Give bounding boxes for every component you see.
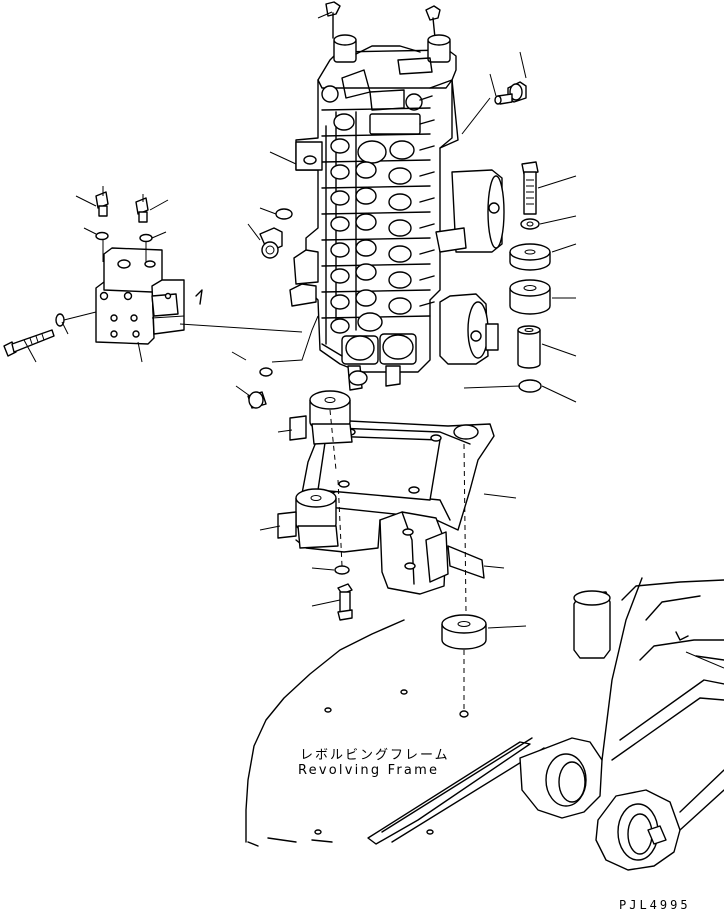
lower-cushion — [441, 614, 487, 650]
mount-cushion — [309, 390, 353, 445]
solenoid-valve — [435, 169, 505, 253]
mount-bolt — [337, 583, 353, 621]
cushion-disk — [509, 243, 551, 271]
spool-cap-column — [388, 140, 415, 315]
plug-bolt — [497, 81, 527, 105]
spacer-collar — [517, 325, 541, 369]
mount-cushion — [295, 488, 339, 549]
pilot-valve-block — [95, 247, 185, 345]
drawing-number: PJL4995 — [619, 898, 691, 912]
hose-fitting — [135, 194, 149, 223]
control-valve-assembly — [289, 1, 505, 391]
o-ring — [95, 231, 109, 241]
banjo-bolt — [259, 227, 283, 259]
cushion-rubber — [509, 279, 551, 315]
o-ring — [259, 367, 273, 377]
revolving-frame — [245, 577, 724, 871]
plug — [247, 391, 267, 409]
spool-cap-column — [330, 113, 355, 334]
solenoid-valve — [439, 293, 499, 365]
spool-cap-column — [355, 140, 387, 332]
washer — [520, 218, 540, 230]
frame-label-jp: レボルビングフレーム — [300, 748, 450, 763]
o-ring — [275, 208, 293, 220]
plain-washer — [518, 379, 542, 393]
hose-fitting — [95, 186, 109, 217]
valve-top-bolt — [325, 1, 341, 39]
mounting-bolt — [521, 161, 539, 215]
long-bolt — [3, 329, 55, 357]
valve-top-bolt — [425, 5, 441, 39]
callout-leaders — [23, 11, 724, 669]
washer — [334, 565, 350, 575]
frame-label-en: Revolving Frame — [298, 763, 440, 778]
o-ring — [139, 233, 153, 243]
